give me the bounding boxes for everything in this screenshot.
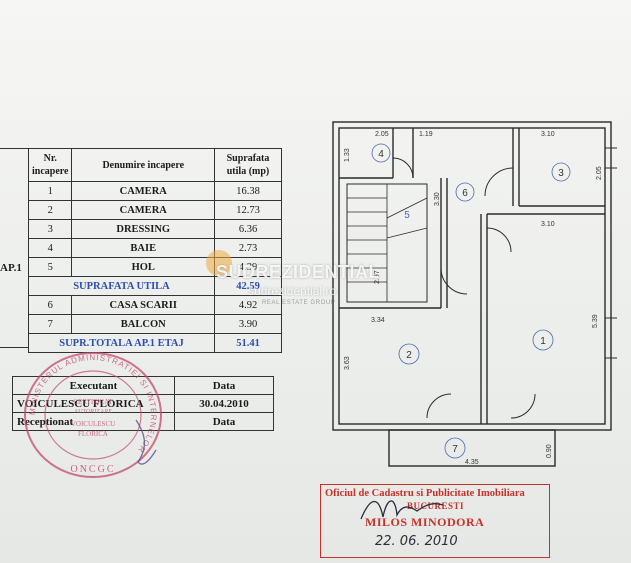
dim-label: 2.05 [375,131,389,138]
room-6-marker: 6 [462,188,468,199]
dim-label: 1.33 [344,148,351,162]
office-stamp-title: Oficiul de Cadastru si Publicitate Imobi… [325,488,525,499]
dim-label: 2.05 [596,166,603,180]
receptionat-date-label: Data [174,412,274,431]
room-1-marker: 1 [540,336,546,347]
apartment-label: AP.1 [0,262,22,274]
row-area: 16.38 [214,181,282,201]
useful-total-label: SUPRAFATA UTILA [28,276,215,296]
table-row: 4 BAIE 2.73 [27,238,282,258]
executant-label: Executant [12,376,175,395]
row-name: CAMERA [71,200,215,220]
office-stamp-date: 22. 06. 2010 [375,534,458,549]
floor-plan: 4 3 6 5 2 1 7 2.05 1.19 3.10 1.33 3.30 2… [332,121,617,467]
grand-total-label: SUPR.TOTALA AP.1 ETAJ [28,333,215,353]
table-header-row: Nr. incapere Denumire incapere Suprafata… [27,148,282,182]
stamp-text-bottom: ONCGC [70,464,115,475]
signature-table: Executant Data VOICULESCU FLORICA 30.04.… [12,376,274,431]
row-nr: 7 [27,314,73,334]
office-stamp-name: MILOS MINODORA [365,515,485,529]
row-area: 12.73 [214,200,282,220]
grand-total-value: 51.41 [214,333,282,353]
row-nr: 1 [27,181,73,201]
header-nr: Nr. incapere [27,148,73,182]
dim-label: 3.30 [434,192,441,206]
row-name: DRESSING [71,219,215,239]
table-row: 3 DRESSING 6.36 [27,219,282,239]
rooms-table: Nr. incapere Denumire incapere Suprafata… [27,148,282,353]
dim-label: 3.10 [541,221,555,228]
header-name: Denumire incapere [71,148,215,182]
room-5-marker: 5 [404,210,410,221]
dim-label: 5.39 [592,314,599,328]
executant-date: 30.04.2010 [174,394,274,413]
watermark-brand: SUDREZIDENTIAL [216,262,380,282]
table-row: 1 CAMERA 16.38 [27,181,282,201]
office-stamp-city: BUCURESTI [407,501,465,511]
receptionat-label: Receptionat [12,412,175,431]
row-nr: 6 [27,295,73,315]
row-area: 6.36 [214,219,282,239]
dim-label: 1.19 [419,131,433,138]
row-name: CAMERA [71,181,215,201]
room-3-marker: 3 [558,168,564,179]
row-nr: 4 [27,238,73,258]
row-area: 3.90 [214,314,282,334]
watermark-tagline: REAL ESTATE GROUP [262,300,336,306]
row-name: BAIE [71,238,215,258]
dim-label: 3.10 [541,131,555,138]
row-name: BALCON [71,314,215,334]
room-7-marker: 7 [452,444,458,455]
dim-label: 3.34 [371,317,385,324]
cadastre-office-stamp: Oficiul de Cadastru si Publicitate Imobi… [320,484,550,558]
row-nr: 5 [27,257,73,277]
dim-label: 4.35 [465,459,479,466]
dim-label: 3.63 [344,356,351,370]
watermark-domain: sudrezidential.ro [248,284,337,298]
room-4-marker: 4 [378,149,384,160]
table-left-column [0,148,29,348]
table-row: 2 CAMERA 12.73 [27,200,282,220]
stamp-text-4: FLORICA [78,430,108,438]
handwritten-signature [360,500,444,520]
dim-label: 0.90 [546,444,553,458]
row-name: HOL [71,257,215,277]
row-name: CASA SCARII [71,295,215,315]
watermark-logo-icon [206,250,232,276]
room-2-marker: 2 [406,350,412,361]
executant-date-label: Data [174,376,274,395]
watermark: SUDREZIDENTIAL sudrezidential.ro REAL ES… [216,262,380,306]
table-row: 7 BALCON 3.90 [27,314,282,334]
row-nr: 2 [27,200,73,220]
row-nr: 3 [27,219,73,239]
header-area: Suprafata utila (mp) [214,148,282,182]
dim-label: 2.97 [374,270,381,284]
executant-name: VOICULESCU FLORICA [12,394,175,413]
table-row: 6 CASA SCARII 4.92 [27,295,282,315]
grand-total-row: SUPR.TOTALA AP.1 ETAJ 51.41 [28,333,282,353]
